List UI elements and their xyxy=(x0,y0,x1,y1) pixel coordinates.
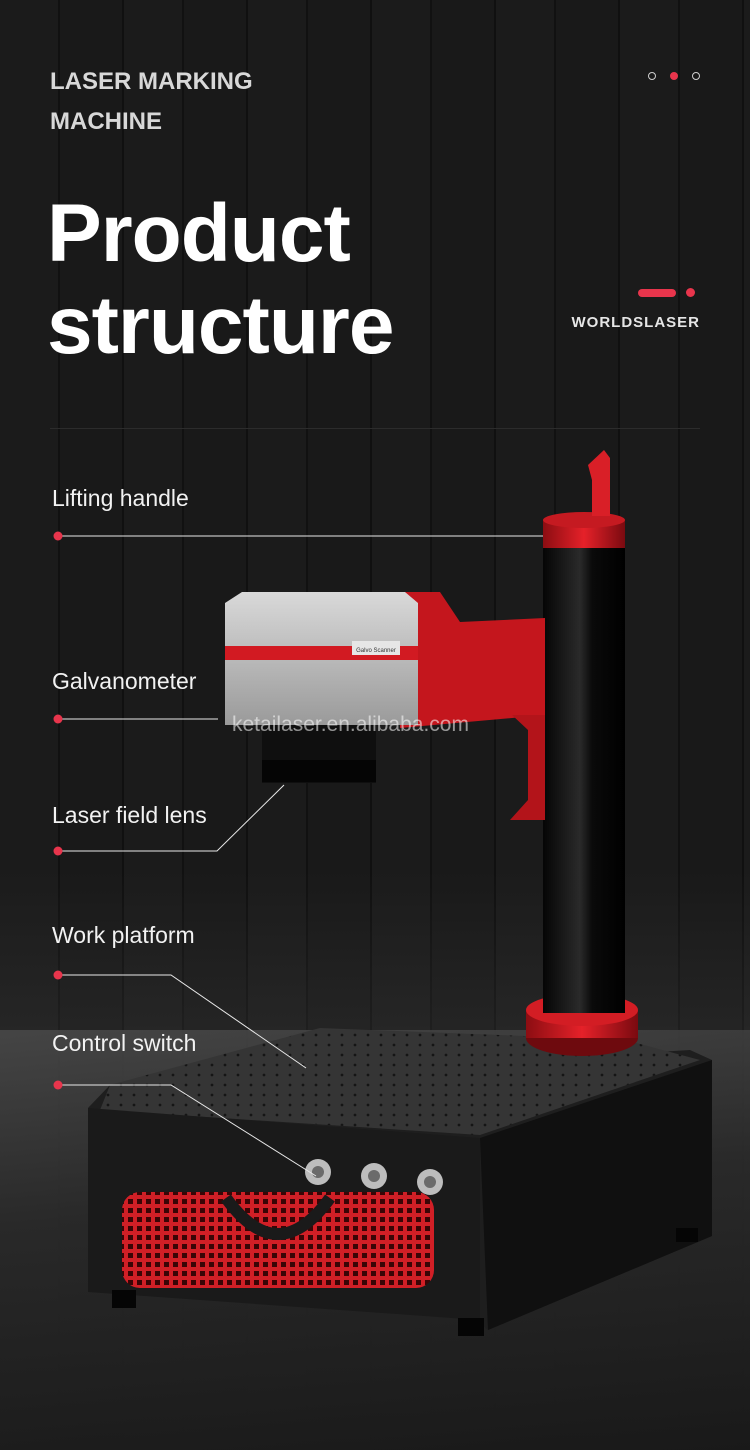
watermark: ketailaser.en.alibaba.com xyxy=(232,713,469,736)
pagination-dot-1[interactable] xyxy=(648,72,656,80)
callout-work-platform: Work platform xyxy=(52,922,195,948)
galvanometer-assembly xyxy=(225,592,545,820)
galvo-scanner-label: Galvo Scanner xyxy=(356,648,396,654)
machine-column xyxy=(526,450,638,1056)
brand-accent-dot xyxy=(686,288,695,297)
brand-accent-mark xyxy=(638,288,695,297)
callout-control-switch: Control switch xyxy=(52,1030,197,1056)
callout-lifting-handle: Lifting handle xyxy=(52,485,189,511)
pagination-dot-3[interactable] xyxy=(692,72,700,80)
pagination-dot-2-active[interactable] xyxy=(670,72,678,80)
callout-laser-field-lens: Laser field lens xyxy=(52,802,207,828)
callout-dots xyxy=(53,531,63,1090)
callout-galvanometer: Galvanometer xyxy=(52,668,197,694)
brand-accent-bar xyxy=(638,288,676,297)
callout-lines xyxy=(58,535,543,1177)
divider xyxy=(50,428,700,429)
pagination-dots xyxy=(648,72,700,80)
subtitle: LASER MARKING MACHINE xyxy=(50,68,253,135)
machine-base xyxy=(88,1028,712,1336)
brand-name: WORLDSLASER xyxy=(571,314,700,331)
page-title: Product structure xyxy=(47,188,394,371)
